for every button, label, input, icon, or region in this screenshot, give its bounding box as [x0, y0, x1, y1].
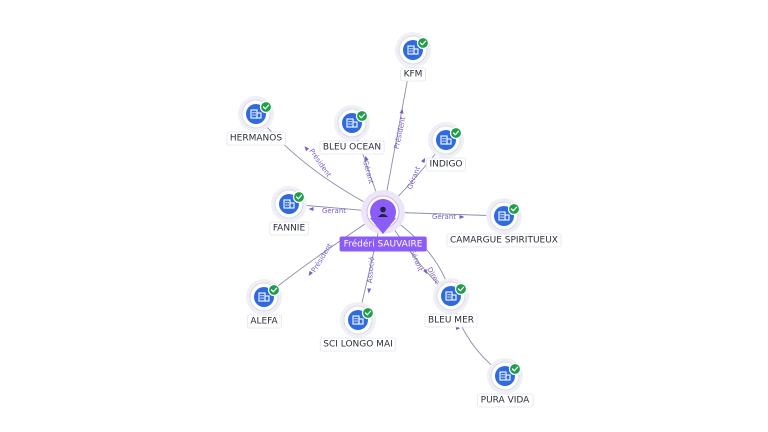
edge-label: Président	[310, 242, 334, 274]
nodes-layer: KFM HERMANOS BLEU OCEAN INDIGO FANNIE CAMARGU…	[226, 32, 562, 408]
node-label: ALEFA	[250, 317, 278, 327]
building-icon	[499, 371, 511, 381]
center-label: Frédéri SAUVAIRE	[344, 239, 423, 250]
edge-arrow-icon	[459, 215, 465, 219]
building-icon	[445, 291, 457, 301]
node-label-background	[319, 337, 397, 352]
company-node-bleu-ocean[interactable]: BLEU OCEAN	[319, 105, 385, 155]
company-node-alefa[interactable]: ALEFA	[246, 279, 282, 329]
building-icon	[407, 45, 419, 55]
node-label: HERMANOS	[230, 134, 282, 144]
node-label: SCI LONGO MAI	[323, 340, 393, 350]
node-label-background	[319, 140, 385, 155]
node-label-background	[424, 313, 478, 328]
edge-arrow-icon	[364, 155, 369, 161]
node-label: KFM	[404, 70, 423, 80]
edge-label: Associé	[366, 256, 376, 283]
company-node-sci-longo-mai[interactable]: SCI LONGO MAI	[319, 302, 397, 352]
company-node-pura-vida[interactable]: PURA VIDA	[477, 358, 534, 408]
edge-label: Président	[393, 116, 408, 150]
edge-label: Gérant	[322, 207, 346, 215]
edge-label: Gérant	[406, 165, 423, 191]
node-label-background	[426, 157, 466, 172]
node-label: INDIGO	[429, 160, 462, 170]
verified-check-icon	[416, 36, 430, 50]
building-icon	[440, 135, 452, 145]
node-label-background	[400, 67, 426, 82]
verified-check-icon	[292, 190, 306, 204]
center-node[interactable]: Frédéri SAUVAIRE	[339, 190, 427, 252]
verified-check-icon	[267, 283, 281, 297]
company-node-hermanos[interactable]: HERMANOS	[226, 96, 286, 146]
node-label: PURA VIDA	[481, 396, 531, 406]
company-node-indigo[interactable]: INDIGO	[426, 122, 466, 172]
edge-arrow-icon	[399, 108, 404, 114]
building-icon	[498, 211, 510, 221]
node-label: BLEU OCEAN	[323, 143, 381, 153]
node-label-background	[477, 393, 534, 408]
building-icon	[258, 292, 270, 302]
verified-check-icon	[449, 126, 463, 140]
company-node-bleu-mer[interactable]: BLEU MER	[424, 278, 478, 328]
node-label-background	[269, 221, 309, 236]
verified-check-icon	[259, 100, 273, 114]
node-label-background	[226, 131, 286, 146]
verified-check-icon	[507, 202, 521, 216]
building-icon	[352, 315, 364, 325]
node-label-background	[246, 314, 282, 329]
verified-check-icon	[361, 306, 375, 320]
company-node-camargue[interactable]: CAMARGUE SPIRITUEUX	[446, 198, 562, 248]
node-label: CAMARGUE SPIRITUEUX	[450, 236, 558, 246]
edge-arrow-icon	[308, 270, 313, 277]
verified-check-icon	[355, 109, 369, 123]
edge-arrow-icon	[304, 146, 310, 152]
company-node-fannie[interactable]: FANNIE	[269, 186, 309, 236]
verified-check-icon	[508, 362, 522, 376]
edge-label: Gérant	[361, 159, 375, 185]
verified-check-icon	[454, 282, 468, 296]
edge-arrow-icon	[423, 268, 428, 275]
person-icon	[378, 206, 388, 217]
node-label-background	[446, 233, 562, 248]
edge-arrow-icon	[308, 207, 314, 211]
building-icon	[283, 199, 295, 209]
company-node-kfm[interactable]: KFM	[395, 32, 431, 82]
node-label: FANNIE	[273, 224, 306, 234]
building-icon	[346, 118, 358, 128]
center-label-background	[339, 236, 427, 252]
edge-arrow-icon	[421, 157, 426, 164]
edge-arrow-icon	[367, 288, 372, 294]
edge-label: Gérant	[432, 213, 456, 221]
node-label: BLEU MER	[428, 316, 474, 326]
building-icon	[250, 109, 262, 119]
